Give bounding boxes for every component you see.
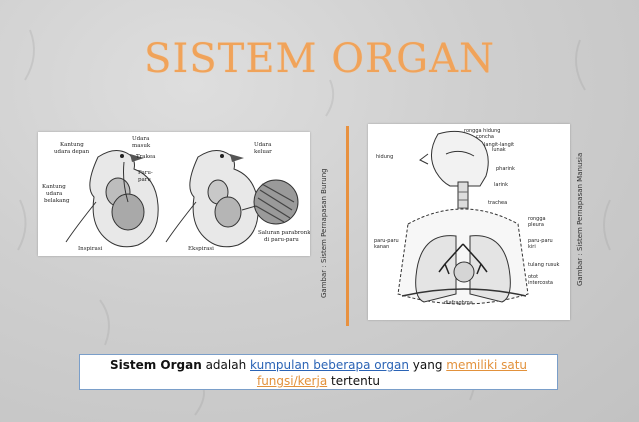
svg-text:Udara: Udara <box>254 142 272 148</box>
svg-text:udara: udara <box>46 191 63 197</box>
definition-text-3: tertentu <box>327 374 380 388</box>
svg-text:diafraghma: diafraghma <box>444 300 473 306</box>
svg-text:larink: larink <box>494 182 508 188</box>
svg-text:Kantung: Kantung <box>60 142 84 148</box>
svg-text:Kantung: Kantung <box>42 184 66 190</box>
svg-text:hidung: hidung <box>376 154 393 160</box>
svg-text:udara depan: udara depan <box>54 149 90 155</box>
svg-text:masuk: masuk <box>132 143 151 149</box>
svg-text:di paru-paru: di paru-paru <box>264 237 299 243</box>
svg-text:intercosta: intercosta <box>528 280 553 286</box>
human-figure-caption: Gambar : Sistem Pernapasan Manusia <box>576 153 584 286</box>
bird-respiration-figure: Kantung udara depan Udara masuk Trakea P… <box>38 132 310 256</box>
svg-text:Inspirasi: Inspirasi <box>78 246 103 252</box>
definition-term: Sistem Organ <box>110 358 202 372</box>
definition-link-organ[interactable]: kumpulan beberapa organ <box>250 358 409 372</box>
human-respiration-figure: rongga hidung concha langit-langit lunak… <box>368 124 570 320</box>
definition-text-2: yang <box>409 358 446 372</box>
svg-text:Saluran parabronkus: Saluran parabronkus <box>258 230 310 236</box>
svg-text:tulang rusuk: tulang rusuk <box>528 262 560 268</box>
svg-text:paru: paru <box>138 177 151 183</box>
bird-inspiration-illustration <box>66 150 158 246</box>
bird-figure-caption: Gambar : Sistem Pernapasan Burung <box>320 168 328 298</box>
svg-text:lunak: lunak <box>492 147 506 153</box>
center-divider <box>346 126 349 326</box>
svg-text:kiri: kiri <box>528 244 536 250</box>
svg-text:kanan: kanan <box>374 244 389 250</box>
human-diagram: rongga hidung concha langit-langit lunak… <box>368 124 570 320</box>
svg-text:Udara: Udara <box>132 136 150 142</box>
svg-text:pharink: pharink <box>496 166 515 172</box>
definition-text-1: adalah <box>202 358 250 372</box>
svg-text:Trakea: Trakea <box>136 154 156 160</box>
definition-box: Sistem Organ adalah kumpulan beberapa or… <box>79 354 558 390</box>
bird-expiration-illustration <box>166 150 258 246</box>
svg-text:Paru-: Paru- <box>138 170 153 176</box>
svg-text:keluar: keluar <box>254 149 272 155</box>
bird-diagram: Kantung udara depan Udara masuk Trakea P… <box>38 132 310 256</box>
svg-text:trachea: trachea <box>488 200 507 206</box>
svg-text:Ekspirasi: Ekspirasi <box>188 246 214 252</box>
slide-title: SISTEM ORGAN <box>0 36 639 82</box>
svg-text:concha: concha <box>476 134 494 140</box>
svg-text:pleura: pleura <box>528 222 544 228</box>
svg-text:belakang: belakang <box>44 198 70 204</box>
